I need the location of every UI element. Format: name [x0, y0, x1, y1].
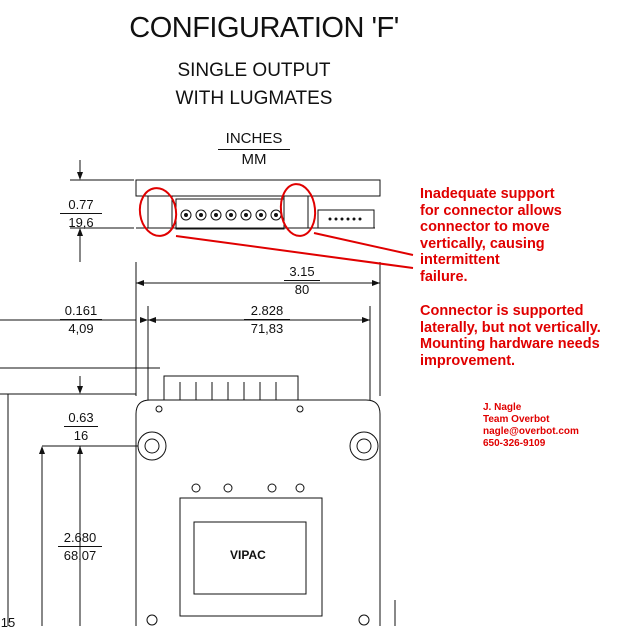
dim-height: 0.77 19,6 [60, 196, 102, 231]
dim-hole-offset-in: 0.63 [64, 409, 98, 427]
annotation-line: laterally, but not vertically. [420, 319, 601, 336]
annotation-line: failure. [420, 268, 468, 285]
left-mounting-hole [137, 431, 167, 461]
dim-partial: 15 [0, 614, 16, 631]
dim-hole-offset: 0.63 16 [64, 409, 98, 444]
annotation-inadequate-support: Inadequate support for connector allows … [420, 186, 562, 285]
annotation-line: for connector allows [420, 202, 562, 219]
dim-hole-spacing: 2.680 68,07 [58, 529, 102, 564]
dim-height-mm: 19,6 [68, 215, 94, 230]
dim-offset-in: 0.161 [60, 302, 102, 320]
signature-team: Team Overbot [483, 414, 550, 425]
dimension-arrows [39, 172, 380, 454]
side-view-right-bracket [283, 195, 309, 229]
display-window [193, 521, 307, 595]
units-mm: MM [241, 151, 267, 168]
dim-width: 3.15 80 [284, 263, 320, 298]
plan-view-connector [163, 375, 299, 401]
dim-width-mm: 80 [294, 282, 310, 297]
annotation-line: Mounting hardware needs [420, 336, 600, 352]
dim-partial-in: 15 [0, 615, 16, 630]
annotation-line: connector to move [420, 219, 550, 235]
problem-circle-right [279, 183, 317, 237]
annotation-lateral-support: Connector is supported laterally, but no… [420, 303, 601, 369]
module-label: VIPAC [230, 548, 266, 562]
side-view-body [135, 179, 381, 197]
dim-inner-mm: 71,83 [250, 321, 284, 336]
subtitle-line-2: WITH LUGMATES [175, 88, 333, 109]
annotation-line: intermittent [420, 252, 500, 268]
signature-phone: 650-326-9109 [483, 438, 546, 449]
pin-centers [184, 213, 362, 221]
annotation-line: improvement. [420, 352, 516, 369]
dim-hole-spacing-in: 2.680 [58, 529, 102, 547]
signature-email: nagle@overbot.com [483, 426, 579, 437]
annotation-line: Inadequate support [420, 186, 555, 202]
side-view-right-connector [317, 209, 375, 229]
display-bezel [179, 497, 323, 617]
dim-hole-spacing-mm: 68,07 [63, 548, 97, 563]
dim-offset-mm: 4,09 [68, 321, 94, 336]
right-mounting-hole [349, 431, 379, 461]
dim-height-in: 0.77 [60, 196, 102, 214]
signature-name: J. Nagle [483, 402, 522, 413]
plan-view-body [135, 399, 381, 626]
dim-width-in: 3.15 [284, 263, 320, 281]
drawing-title: CONFIGURATION 'F' [129, 12, 399, 44]
annotation-line: Connector is supported [420, 303, 584, 319]
dim-inner: 2.828 71,83 [244, 302, 290, 337]
units-legend: INCHES MM [218, 129, 290, 170]
annotation-marks [138, 183, 414, 269]
units-inches: INCHES [218, 129, 290, 150]
dim-offset: 0.161 4,09 [60, 302, 102, 337]
side-view-left-bracket [147, 195, 173, 229]
signature-block: J. Nagle Team Overbot nagle@overbot.com … [483, 402, 579, 450]
connector-tabs [179, 382, 277, 400]
dim-hole-offset-mm: 16 [73, 428, 89, 443]
dim-inner-in: 2.828 [244, 302, 290, 320]
subtitle-line-1: SINGLE OUTPUT [177, 60, 331, 81]
problem-circle-left [138, 187, 178, 237]
annotation-line: vertically, causing [420, 235, 545, 252]
